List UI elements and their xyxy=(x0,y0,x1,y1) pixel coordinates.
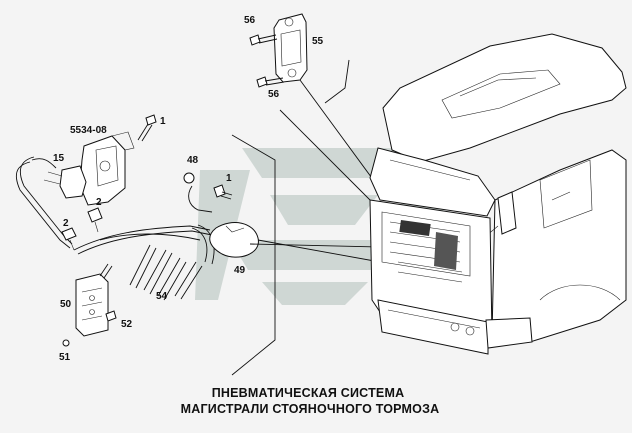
bolt-part-1-top xyxy=(137,114,157,142)
label-55: 55 xyxy=(312,36,324,47)
label-51: 51 xyxy=(59,352,71,363)
gasket-part-48 xyxy=(183,172,213,213)
bracket-part-5534-08 xyxy=(79,131,135,206)
clamp-part-49 xyxy=(209,222,259,258)
bolt-part-56-bottom xyxy=(256,76,285,88)
label-54: 54 xyxy=(156,291,168,302)
truck-cab-icon xyxy=(369,33,627,355)
label-2-b: 2 xyxy=(96,197,102,208)
fitting-part-2-b xyxy=(87,207,103,233)
plug-part-51 xyxy=(62,339,70,347)
label-56-bottom: 56 xyxy=(268,89,280,100)
valve-part-15 xyxy=(43,165,87,199)
caption-line-2: МАГИСТРАЛИ СТОЯНОЧНОГО ТОРМОЗА xyxy=(181,402,440,416)
label-56-top: 56 xyxy=(244,15,256,26)
label-49: 49 xyxy=(234,265,246,276)
bolt-part-1-mid xyxy=(213,184,233,200)
fitting-part-2-a xyxy=(61,227,77,251)
label-48: 48 xyxy=(187,155,199,166)
bolt-part-56-top xyxy=(249,34,278,46)
label-5534-08: 5534-08 xyxy=(70,125,107,136)
plate-part-55 xyxy=(273,13,308,83)
fitting-part-52 xyxy=(105,310,117,322)
label-50: 50 xyxy=(60,299,72,310)
label-1-top: 1 xyxy=(160,116,166,127)
caption-line-1: ПНЕВМАТИЧЕСКАЯ СИСТЕМА xyxy=(212,386,405,400)
label-2-a: 2 xyxy=(63,218,69,229)
label-1-mid: 1 xyxy=(226,173,232,184)
label-52: 52 xyxy=(121,319,133,330)
label-15: 15 xyxy=(53,153,65,164)
valve-block-part-50 xyxy=(75,273,109,337)
